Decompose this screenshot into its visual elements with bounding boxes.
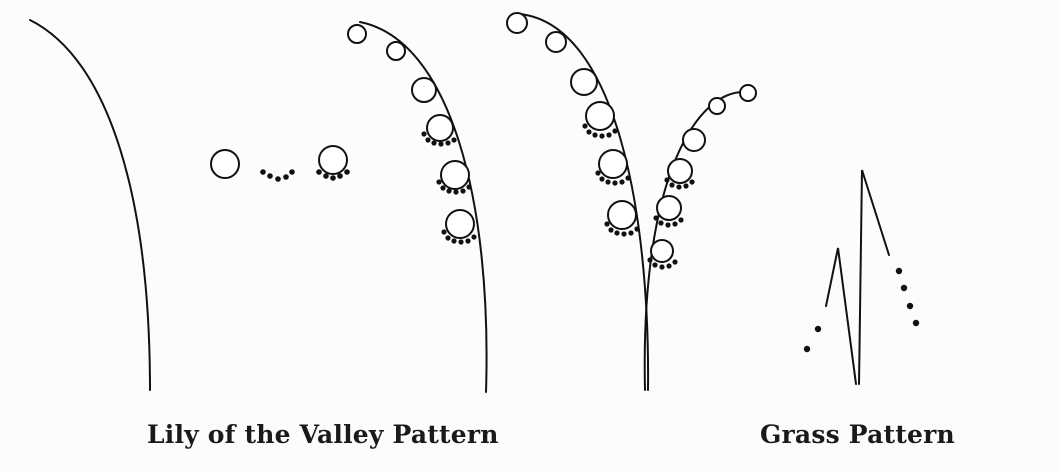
- grass-dots-left: [804, 326, 821, 352]
- lily-bell-stage-2: [211, 146, 350, 182]
- bell-with-stamens: [436, 161, 471, 195]
- bell-with-stamens: [582, 102, 617, 139]
- stamen-dots: [260, 169, 295, 182]
- lily-double-stem-stage-4: [507, 13, 756, 390]
- bell-outline: [211, 150, 239, 178]
- stem-curve: [30, 20, 150, 390]
- bell-with-stamens: [653, 196, 683, 228]
- grass-pattern-caption: Grass Pattern: [760, 420, 955, 449]
- grass-blade-tall: [859, 170, 889, 384]
- lily-stem-stage-1: [30, 20, 150, 390]
- grass-blades: [804, 170, 919, 384]
- lily-single-stem-stage-3: [348, 22, 487, 392]
- bell-with-stamens: [316, 146, 350, 181]
- grass-blade-zigzag: [826, 248, 856, 384]
- grass-dots-right: [896, 268, 919, 326]
- bell-with-stamens: [604, 201, 639, 237]
- lily-pattern-caption: Lily of the Valley Pattern: [147, 420, 499, 449]
- bell-with-stamens: [664, 159, 694, 190]
- bell-with-stamens: [441, 210, 476, 245]
